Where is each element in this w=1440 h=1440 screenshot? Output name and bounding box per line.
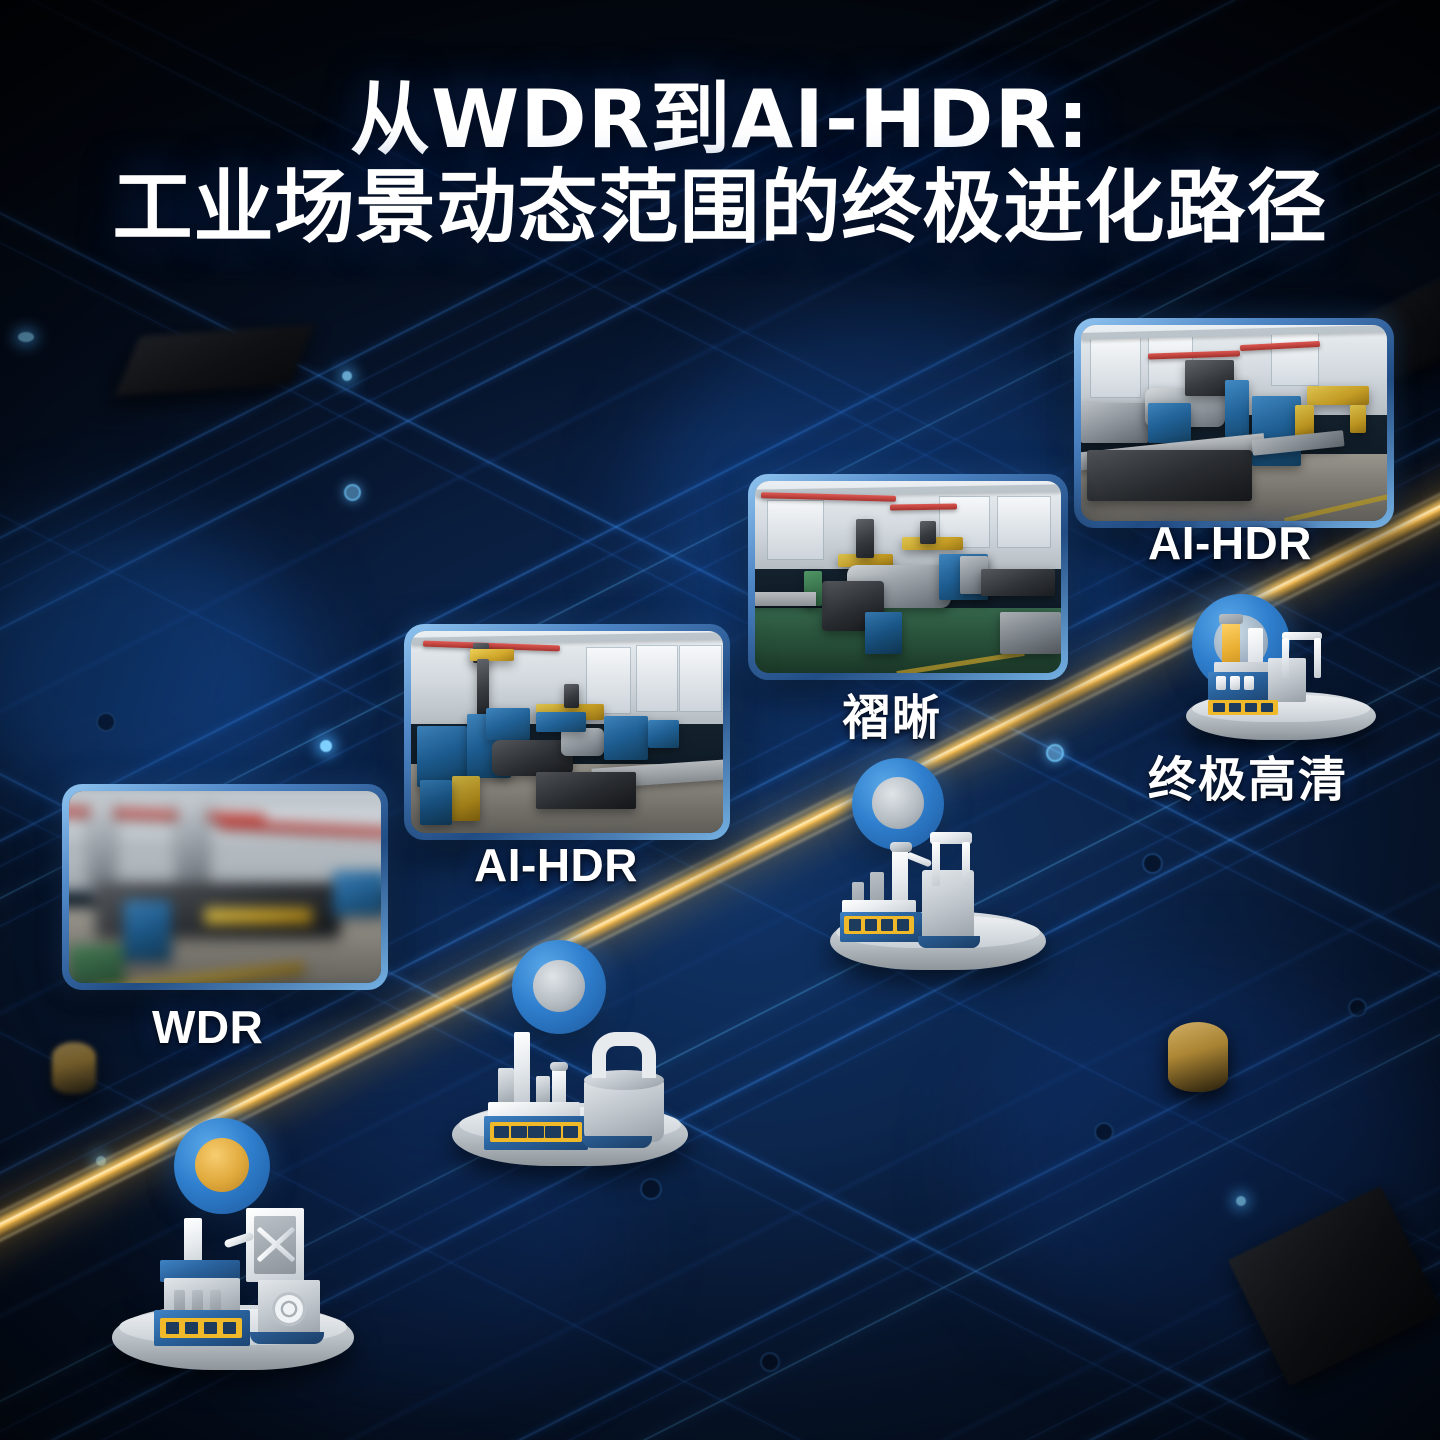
factory-assembly-line-wide-view xyxy=(1081,325,1387,521)
factory-plant-icon[interactable] xyxy=(1186,594,1376,740)
factory-plant-icon[interactable] xyxy=(452,940,688,1166)
icon-window-block xyxy=(1216,676,1226,690)
icon-window-strip xyxy=(1208,700,1278,715)
icon-tower-cap xyxy=(1219,614,1243,624)
icon-gantry-top xyxy=(930,832,972,844)
stage-label-3: 褶晰 xyxy=(842,690,943,746)
title-line-1: 从WDR到AI-HDR: xyxy=(349,73,1091,166)
icon-gantry-leg xyxy=(1314,638,1321,678)
factory-machinery-line-with-crane xyxy=(411,631,723,833)
icon-roof xyxy=(160,1260,240,1282)
icon-window-block xyxy=(1230,676,1240,690)
icon-window-strip xyxy=(844,916,914,934)
milestone-marker-icon xyxy=(852,758,944,850)
stage-photo-card-2[interactable] xyxy=(404,624,730,840)
blurred-factory-interior xyxy=(69,791,381,983)
icon-chimney xyxy=(514,1032,530,1104)
icon-deck xyxy=(582,1136,652,1148)
stage-photo-card-3[interactable] xyxy=(748,474,1068,680)
icon-sawtooth xyxy=(174,1290,185,1316)
icon-tank-handle xyxy=(592,1032,656,1078)
stage-label-1: WDR xyxy=(152,1001,264,1053)
stage-label-2: AI-HDR xyxy=(474,839,638,891)
icon-sawtooth xyxy=(210,1290,221,1316)
factory-plant-icon[interactable] xyxy=(830,758,1046,970)
icon-hall xyxy=(488,1102,580,1120)
milestone-marker-icon xyxy=(174,1118,270,1214)
stage-label-4: AI-HDR xyxy=(1148,517,1312,569)
milestone-marker-icon xyxy=(512,940,606,1034)
icon-window-strip xyxy=(160,1318,242,1338)
icon-sawtooth xyxy=(192,1290,203,1316)
title-line-2: 工业场景动态范围的终极进化路径 xyxy=(112,160,1328,254)
icon-deck xyxy=(250,1332,324,1344)
icon-fan xyxy=(272,1292,306,1326)
icon-chimney-top xyxy=(890,842,912,852)
icon-smokestack xyxy=(498,1068,514,1106)
icon-deck xyxy=(918,936,980,948)
page-title: 从WDR到AI-HDR: 工业场景动态范围的终极进化路径 xyxy=(0,73,1440,254)
icon-smokestack xyxy=(536,1076,550,1106)
icon-gantry-leg xyxy=(962,842,970,886)
stage-photo-card-4[interactable] xyxy=(1074,318,1394,528)
icon-gantry-leg xyxy=(932,842,940,886)
icon-window-block xyxy=(1244,676,1254,690)
factory-production-line-green-floor xyxy=(755,481,1061,673)
stage-label-5: 终极高清 xyxy=(1148,752,1349,808)
icon-smokestack xyxy=(552,1068,566,1106)
icon-gantry xyxy=(1282,632,1322,640)
icon-pipe xyxy=(905,851,933,868)
icon-gantry-leg xyxy=(1282,638,1289,678)
icon-window-strip xyxy=(490,1122,582,1142)
stage-photo-card-1[interactable] xyxy=(62,784,388,990)
icon-smokestack-cap xyxy=(550,1062,568,1071)
factory-plant-icon[interactable] xyxy=(112,1118,354,1370)
